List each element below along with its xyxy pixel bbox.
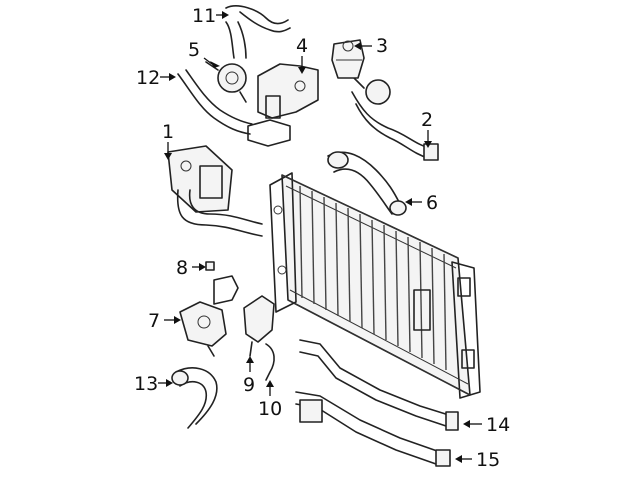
callout-6: 6 (405, 192, 438, 214)
callout-5: 5 (188, 39, 220, 68)
svg-text:5: 5 (188, 39, 200, 61)
svg-text:1: 1 (162, 121, 174, 143)
part-10-clamp (265, 343, 275, 381)
svg-text:3: 3 (376, 35, 388, 57)
part-5-pump-inlet (205, 61, 247, 103)
svg-text:4: 4 (296, 35, 308, 57)
svg-text:15: 15 (476, 449, 500, 471)
part-13-lower-hose (171, 367, 218, 429)
part-9-hose-assembly (243, 295, 275, 357)
callout-1: 1 (162, 121, 174, 160)
svg-text:9: 9 (243, 374, 255, 396)
callout-15: 15 (455, 449, 500, 471)
svg-text:7: 7 (148, 310, 160, 332)
part-4-bracket (247, 63, 319, 147)
svg-text:10: 10 (258, 398, 282, 420)
part-1-thermostat-housing (167, 145, 263, 237)
svg-text:2: 2 (421, 109, 433, 131)
svg-text:12: 12 (136, 67, 160, 89)
svg-text:14: 14 (486, 414, 510, 436)
svg-text:6: 6 (426, 192, 438, 214)
radiator (269, 172, 481, 399)
callout-7: 7 (148, 310, 181, 332)
svg-text:8: 8 (176, 257, 188, 279)
part-15-bottom-pipe (295, 391, 451, 467)
callout-11: 11 (192, 5, 229, 27)
part-3-outlet-housing (331, 39, 365, 79)
part-8-bolt-bracket (205, 261, 239, 305)
callout-3: 3 (354, 35, 388, 57)
part-11-hose (225, 5, 291, 59)
part-12-hose (177, 69, 253, 135)
callout-9: 9 (243, 356, 255, 396)
callout-8: 8 (176, 257, 206, 279)
svg-text:13: 13 (134, 373, 158, 395)
callout-4: 4 (296, 35, 308, 74)
callout-14: 14 (463, 414, 510, 436)
part-2-outlet-pipe (351, 77, 439, 161)
callout-2: 2 (421, 109, 433, 148)
part-14-lower-pipe (299, 339, 459, 431)
callout-10: 10 (258, 380, 282, 420)
callout-13: 13 (134, 373, 173, 395)
part-7-water-outlet (179, 301, 227, 357)
svg-text:11: 11 (192, 5, 216, 27)
callout-12: 12 (136, 67, 176, 89)
part-6-upper-hose (327, 151, 407, 216)
radiator-fins (299, 185, 447, 371)
